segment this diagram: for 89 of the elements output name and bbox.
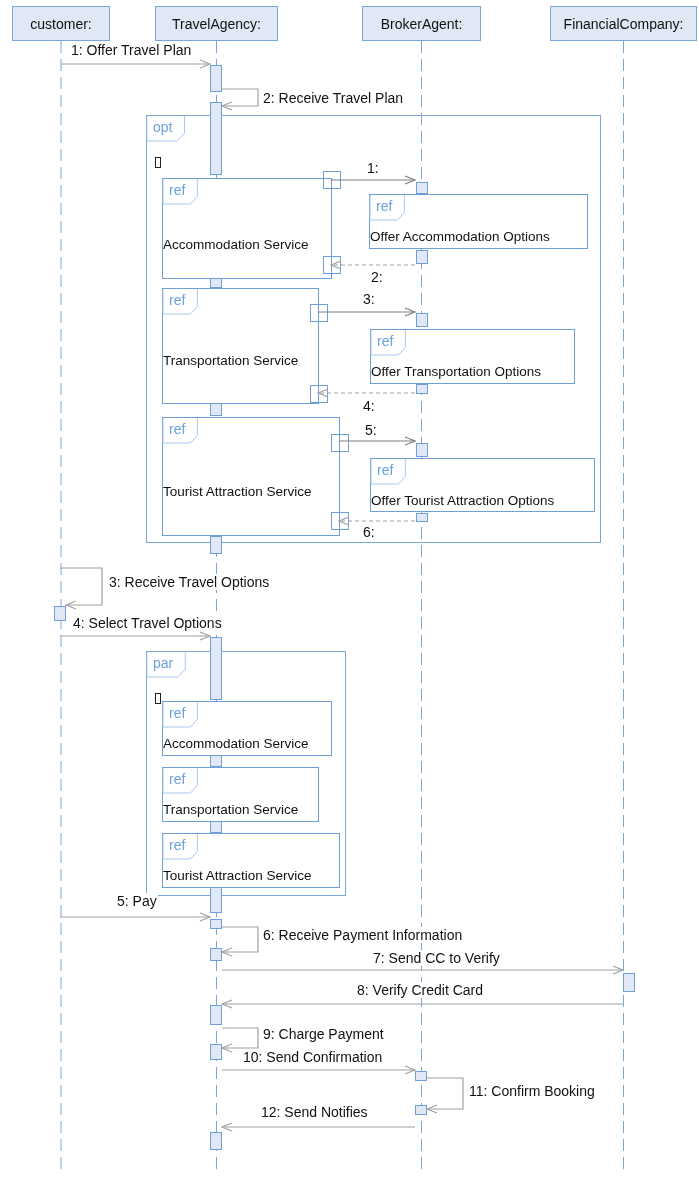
- lifeline-head: FinancialCompany:: [550, 6, 697, 41]
- activation-bar: [210, 1132, 222, 1150]
- edge-label: 3: Receive Travel Options: [108, 574, 271, 590]
- activation-bar: [54, 606, 66, 621]
- edge-label: 1: Offer Travel Plan: [70, 42, 193, 58]
- ref-tag: ref: [371, 459, 406, 484]
- edge-label: 5:: [364, 422, 378, 438]
- message-arrow: [59, 631, 211, 641]
- edge-label: 11: Confirm Booking: [468, 1083, 596, 1099]
- ref-name: Transportation Service: [163, 353, 299, 369]
- ref-tag: ref: [370, 195, 405, 220]
- activation-bar: [210, 948, 222, 961]
- edge-label: 6: Receive Payment Information: [262, 927, 464, 943]
- ref-box: [370, 458, 595, 512]
- message-arrow: [221, 88, 259, 111]
- edge-label: 2:: [370, 269, 384, 285]
- lifeline-head: BrokerAgent:: [362, 6, 481, 41]
- ref-box: [370, 329, 575, 384]
- activation-bar: [416, 182, 428, 194]
- ref-name: Accommodation Service: [163, 736, 309, 752]
- ref-box: [369, 194, 588, 249]
- activation-bar: [210, 919, 222, 929]
- activation-bar: [416, 443, 428, 457]
- message-arrow: [338, 516, 416, 526]
- lifeline-head: TravelAgency:: [155, 6, 278, 41]
- message-arrow: [317, 307, 416, 317]
- activation-bar: [210, 637, 222, 700]
- activation-bar: [416, 313, 428, 327]
- message-arrow: [330, 260, 416, 270]
- edge-label: 7: Send CC to Verify: [372, 950, 501, 966]
- message-arrow: [317, 388, 416, 398]
- ref-name: Accommodation Service: [163, 237, 309, 253]
- activation-bar: [416, 384, 428, 394]
- fragment-frame: [146, 651, 346, 896]
- message-arrow: [221, 926, 259, 957]
- ref-tag: ref: [371, 330, 406, 355]
- message-arrow: [221, 1065, 416, 1075]
- ref-box: [162, 417, 340, 536]
- ref-tag: ref: [163, 418, 198, 443]
- ref-tag: ref: [163, 289, 198, 314]
- message-arrow: [59, 567, 103, 610]
- fragment-operator: par: [147, 652, 186, 677]
- message-arrow: [59, 912, 211, 922]
- edge-label: 9: Charge Payment: [262, 1026, 385, 1042]
- edge-label: 4:: [362, 398, 376, 414]
- message-arrow: [221, 965, 624, 975]
- ref-box: [162, 701, 332, 756]
- fragment-operator: opt: [147, 116, 185, 141]
- ref-box: [162, 178, 332, 279]
- activation-bar: [623, 973, 635, 992]
- message-arrow: [221, 1027, 259, 1053]
- ref-name: Transportation Service: [163, 802, 299, 818]
- ref-box: [162, 833, 340, 888]
- edge-label: 2: Receive Travel Plan: [262, 90, 405, 106]
- edge-label: 5: Pay: [116, 893, 158, 909]
- lifeline-head: customer:: [12, 6, 110, 41]
- message-arrow: [338, 436, 416, 446]
- activation-bar: [415, 1071, 427, 1081]
- edge-label: 12: Send Notifies: [260, 1104, 369, 1120]
- ref-name: Tourist Attraction Service: [163, 484, 312, 500]
- ref-tag: ref: [163, 834, 198, 859]
- ref-name: Tourist Attraction Service: [163, 868, 312, 884]
- edge-label: 10: Send Confirmation: [242, 1049, 384, 1065]
- activation-bar: [416, 513, 428, 522]
- ref-box: [162, 288, 319, 404]
- message-arrow: [221, 999, 624, 1009]
- ref-name: Offer Tourist Attraction Options: [371, 493, 555, 509]
- activation-bar: [415, 1105, 427, 1115]
- ref-tag: ref: [163, 179, 198, 204]
- message-arrow: [426, 1077, 464, 1114]
- message-arrow: [330, 175, 416, 185]
- edge-label: 6:: [362, 524, 376, 540]
- fragment-frame: [146, 115, 601, 543]
- activation-bar: [210, 1005, 222, 1025]
- activation-bar: [210, 102, 222, 175]
- ref-box: [162, 767, 319, 822]
- edge-label: 3:: [362, 291, 376, 307]
- ref-tag: ref: [163, 768, 198, 793]
- activation-bar: [210, 1044, 222, 1060]
- activation-bar: [210, 65, 222, 92]
- edge-label: 4: Select Travel Options: [72, 615, 223, 631]
- message-arrow: [221, 1122, 416, 1132]
- ref-tag: ref: [163, 702, 198, 727]
- ref-name: Offer Transportation Options: [371, 364, 542, 380]
- message-arrow: [60, 59, 211, 69]
- edge-label: 8: Verify Credit Card: [356, 982, 485, 998]
- edge-label: 1:: [366, 160, 380, 176]
- ref-name: Offer Accommodation Options: [370, 229, 550, 245]
- activation-bar: [416, 250, 428, 264]
